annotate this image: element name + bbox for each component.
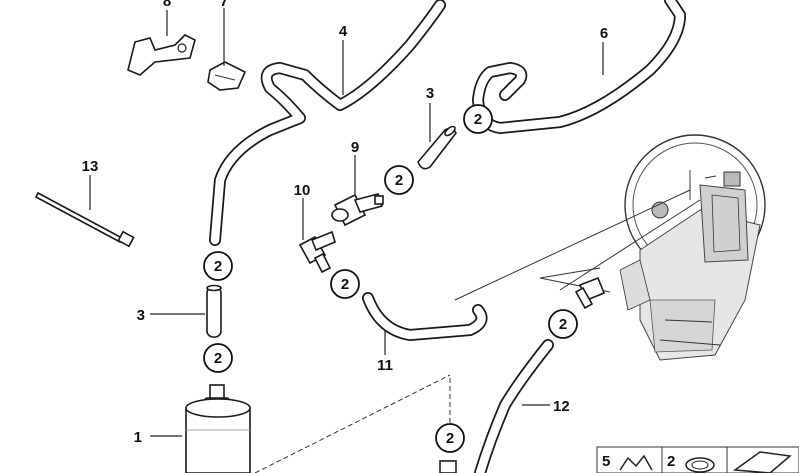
guide-line <box>559 199 701 291</box>
svg-text:2: 2 <box>559 316 567 333</box>
fuel-pump-assembly <box>619 134 766 361</box>
guide-line <box>254 374 451 473</box>
hose-11 <box>362 292 488 341</box>
hose-6 <box>472 0 686 134</box>
legend-box: 5 2 <box>596 446 799 473</box>
svg-text:2: 2 <box>474 111 482 128</box>
elbow-connector <box>574 276 606 310</box>
clamp-marker: 2 <box>435 423 465 453</box>
hose-piece-3b <box>417 125 457 170</box>
fuel-filter-1 <box>185 384 251 473</box>
hose-clamp-icon <box>685 457 715 473</box>
cable-tie-13 <box>34 191 135 248</box>
callout-6: 6 <box>600 25 608 42</box>
callout-10: 10 <box>294 182 311 199</box>
callout-7: 7 <box>220 0 228 10</box>
small-fitting <box>439 460 457 473</box>
callout-3: 3 <box>137 307 145 324</box>
svg-text:2: 2 <box>214 350 222 367</box>
callout-3: 3 <box>426 85 434 102</box>
leader-lines <box>89 8 604 437</box>
callout-9: 9 <box>351 139 359 156</box>
connector-10 <box>298 230 336 274</box>
wedge-icon <box>732 451 792 473</box>
callout-12: 12 <box>553 398 570 415</box>
clamp-marker: 2 <box>203 343 233 373</box>
callout-4: 4 <box>339 23 348 40</box>
valve-9 <box>331 193 384 227</box>
hose-piece-3a <box>206 284 222 338</box>
clip-7 <box>207 61 247 91</box>
svg-text:2: 2 <box>395 172 403 189</box>
clamp-marker: 2 <box>463 104 493 134</box>
callout-11: 11 <box>377 357 393 374</box>
svg-text:2: 2 <box>214 258 222 275</box>
callout-8: 8 <box>163 0 171 10</box>
legend-item-2: 2 <box>667 453 675 470</box>
legend-item-5: 5 <box>602 453 610 470</box>
svg-text:2: 2 <box>446 430 454 447</box>
guide-line <box>454 189 691 301</box>
clip-icon <box>619 454 653 471</box>
callout-13: 13 <box>82 158 99 175</box>
clamp-marker: 2 <box>330 269 360 299</box>
clamp-marker: 2 <box>548 309 578 339</box>
hose-4 <box>209 0 446 246</box>
clamp-marker: 2 <box>384 165 414 195</box>
guide-line <box>539 267 601 279</box>
bracket-8 <box>127 34 196 76</box>
clamp-marker: 2 <box>203 251 233 281</box>
svg-text:2: 2 <box>341 276 349 293</box>
callout-1: 1 <box>134 429 142 446</box>
hose-12 <box>474 339 554 473</box>
